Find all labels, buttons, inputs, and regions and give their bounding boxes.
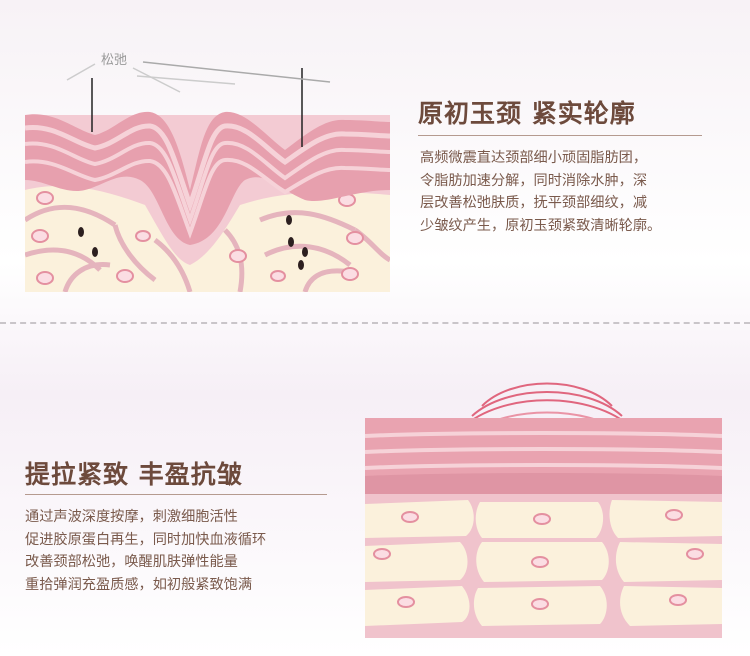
section1-line: 少皱纹产生，原初玉颈紧致清晰轮廓。 xyxy=(420,217,662,234)
section1-line: 令脂肪加速分解，同时消除水肿，深 xyxy=(420,172,648,189)
section1-line: 高频微震直达颈部细小顽固脂肪团， xyxy=(420,150,648,166)
section1-description: 高频微震直达颈部细小顽固脂肪团， 令脂肪加速分解，同时消除水肿，深 层改善松弛肤… xyxy=(420,147,725,237)
section1-rule xyxy=(418,135,702,136)
section2-line: 重拾弹润充盈质感，如初般紧致饱满 xyxy=(25,576,253,593)
section1-title: 原初玉颈 紧实轮廓 xyxy=(418,99,636,128)
section2-description: 通过声波深度按摩，刺激细胞活性 促进胶原蛋白再生，同时加快血液循环 改善颈部松弛… xyxy=(25,506,345,596)
section2-line: 通过声波深度按摩，刺激细胞活性 xyxy=(25,509,238,525)
section2-line: 促进胶原蛋白再生，同时加快血液循环 xyxy=(25,531,267,548)
section2-line: 改善颈部松弛，唤醒肌肤弹性能量 xyxy=(25,554,238,570)
sagging-label: 松弛 xyxy=(101,53,127,68)
section2-title: 提拉紧致 丰盈抗皱 xyxy=(25,460,243,489)
sagging-skin-illustration: 松弛 xyxy=(25,53,390,292)
firm-skin-illustration xyxy=(364,382,722,638)
section1-line: 层改善松弛肤质，抚平颈部细纹，减 xyxy=(420,195,648,211)
section2-rule xyxy=(25,494,327,495)
section-divider xyxy=(0,322,750,324)
